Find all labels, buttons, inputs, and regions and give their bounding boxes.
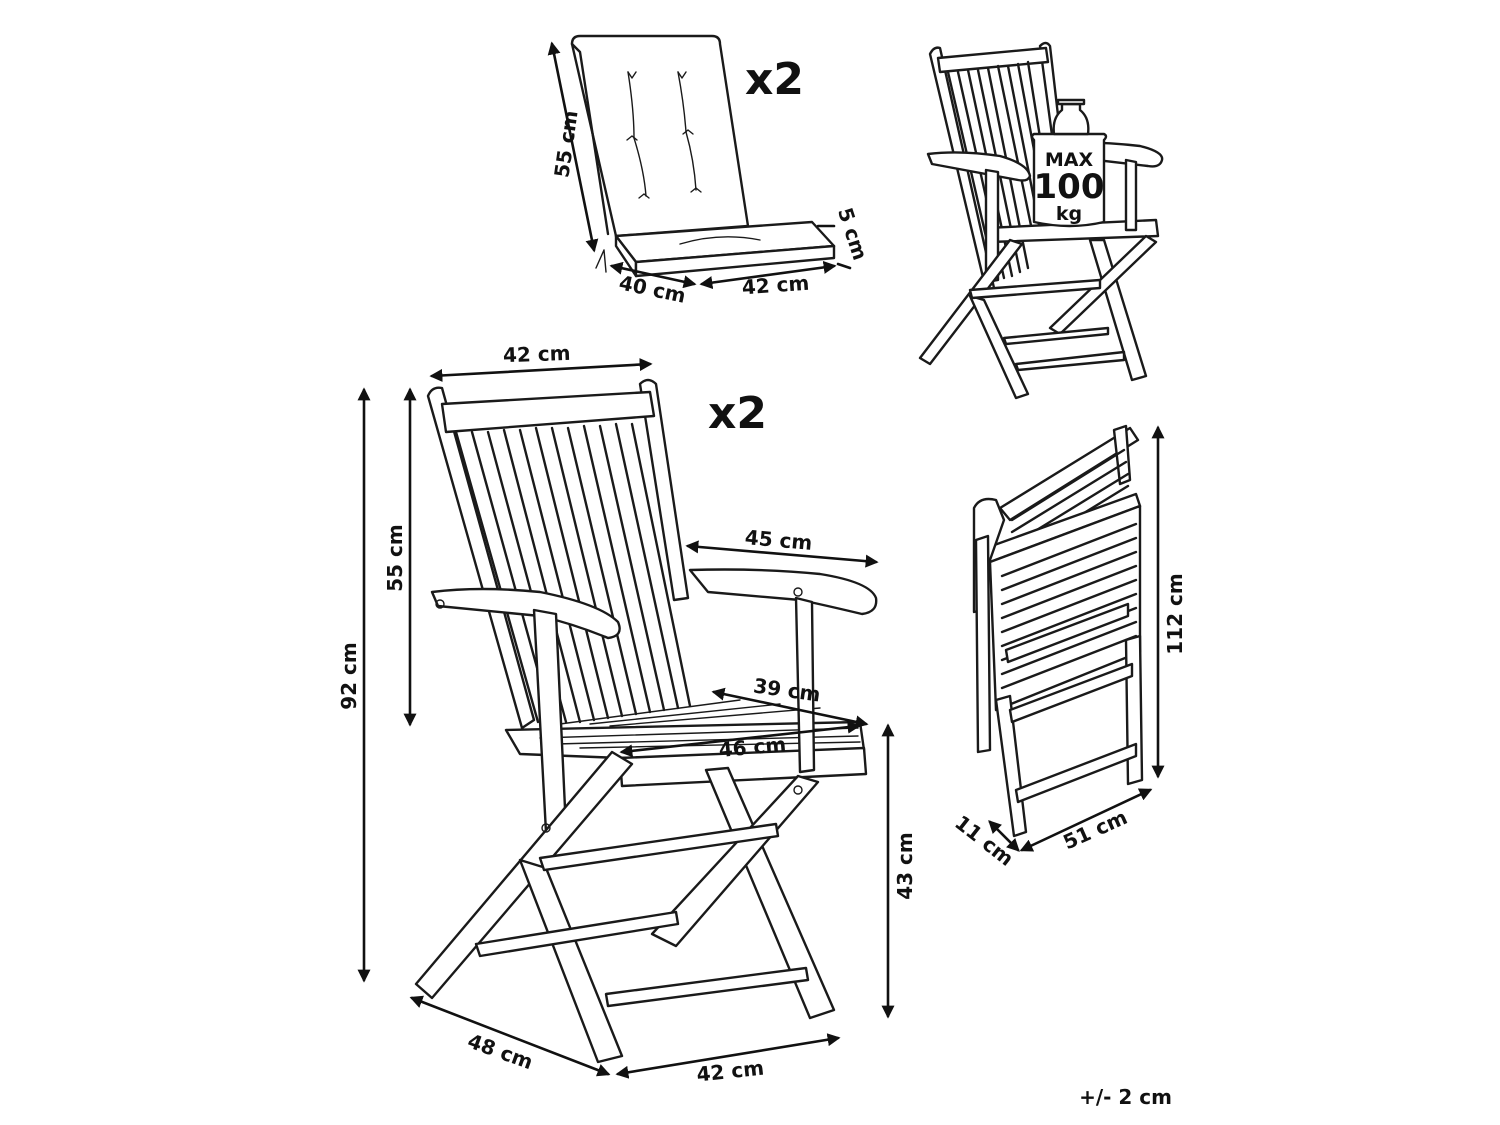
folded-width-label: 51 cm [1059,805,1130,854]
load-max-label: MAX [1045,149,1094,171]
chair-dimension-lines [357,358,895,1079]
cushion-thickness-label: 5 cm [833,205,872,263]
chair-drawing [414,378,878,1064]
cushion-dimension-lines [547,41,852,290]
chair-backrest-height-label: 55 cm [383,524,407,592]
chair-backrest-width-label: 42 cm [503,341,571,367]
chair-seat-width-label: 46 cm [718,732,787,762]
folded-chair-drawing [972,424,1144,838]
cushion-width-label: 42 cm [741,271,810,300]
load-chair-drawing [918,41,1164,400]
chair-quantity: x2 [708,388,767,439]
chair-total-height-label: 92 cm [337,642,361,710]
folded-dimension-lines [988,425,1165,852]
chair-seat-height-label: 43 cm [893,832,917,900]
cushion-depth-label: 40 cm [617,270,688,308]
folded-height-label: 112 cm [1163,573,1187,654]
cushion-quantity: x2 [745,54,804,105]
chair-base-depth-label: 48 cm [465,1029,537,1075]
load-unit: kg [1056,203,1082,225]
tolerance-note: +/- 2 cm [1079,1085,1172,1109]
chair-armrest-length-label: 45 cm [744,525,813,555]
load-value: 100 [1034,167,1105,207]
